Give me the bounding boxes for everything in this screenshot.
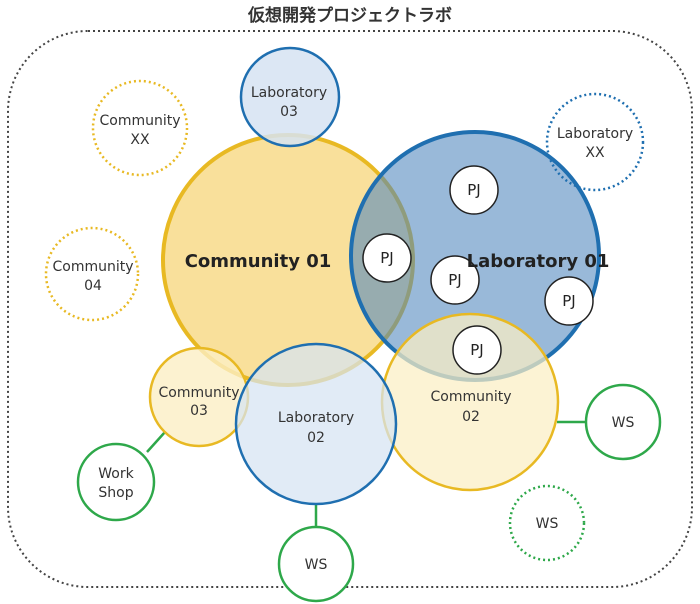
laboratory-xx-label-line2: XX [585, 145, 605, 161]
laboratory-03-circle [239, 46, 341, 148]
community-xx-label-line2: XX [130, 132, 150, 148]
community-04-label-line2: 04 [84, 278, 102, 294]
workshop-label-line2: Shop [98, 485, 133, 501]
ws-right-circle [584, 383, 662, 461]
ws-bottom-label: WS [305, 557, 328, 573]
laboratory-03-label-line1: Laboratory [251, 85, 327, 101]
pj-circle [452, 325, 502, 375]
workshop-circle [76, 442, 156, 522]
community-01-label: Community 01 [185, 251, 332, 272]
connector-community03-workshop [146, 431, 166, 453]
laboratory-xx-label-line1: Laboratory [557, 126, 633, 142]
laboratory-02-label-line1: Laboratory [278, 410, 354, 426]
community-02-label-line2: 02 [462, 409, 480, 425]
community-xx-label-line1: Community [99, 113, 180, 129]
ws-dotted-label: WS [536, 516, 559, 532]
laboratory-03-label-line2: 03 [280, 104, 298, 120]
pj-circle [430, 255, 480, 305]
laboratory-02-circle [234, 342, 398, 506]
pj-label: PJ [380, 249, 393, 267]
laboratory-01-label: Laboratory 01 [467, 251, 610, 272]
diagram-title: 仮想開発プロジェクトラボ [247, 5, 452, 26]
pj-circle [362, 233, 412, 283]
ws-dotted-circle [508, 484, 586, 562]
pj-label: PJ [562, 292, 575, 310]
pj-label: PJ [448, 271, 461, 289]
ws-bottom-circle [277, 525, 355, 603]
pj-label: PJ [470, 341, 483, 359]
ws-right-label: WS [612, 415, 635, 431]
workshop-label-line1: Work [98, 466, 134, 482]
community-02-label-line1: Community [430, 389, 511, 405]
pj-label: PJ [467, 181, 480, 199]
laboratory-xx-circle [545, 92, 645, 192]
community-03-label-line1: Community [158, 385, 239, 401]
pj-circle [544, 276, 594, 326]
community-04-label-line1: Community [52, 259, 133, 275]
community-04-circle [44, 226, 140, 322]
outer-boundary [7, 30, 693, 588]
community-03-label-line2: 03 [190, 403, 208, 419]
pj-circle [449, 165, 499, 215]
community-xx-circle [91, 79, 189, 177]
laboratory-02-label-line2: 02 [307, 430, 325, 446]
